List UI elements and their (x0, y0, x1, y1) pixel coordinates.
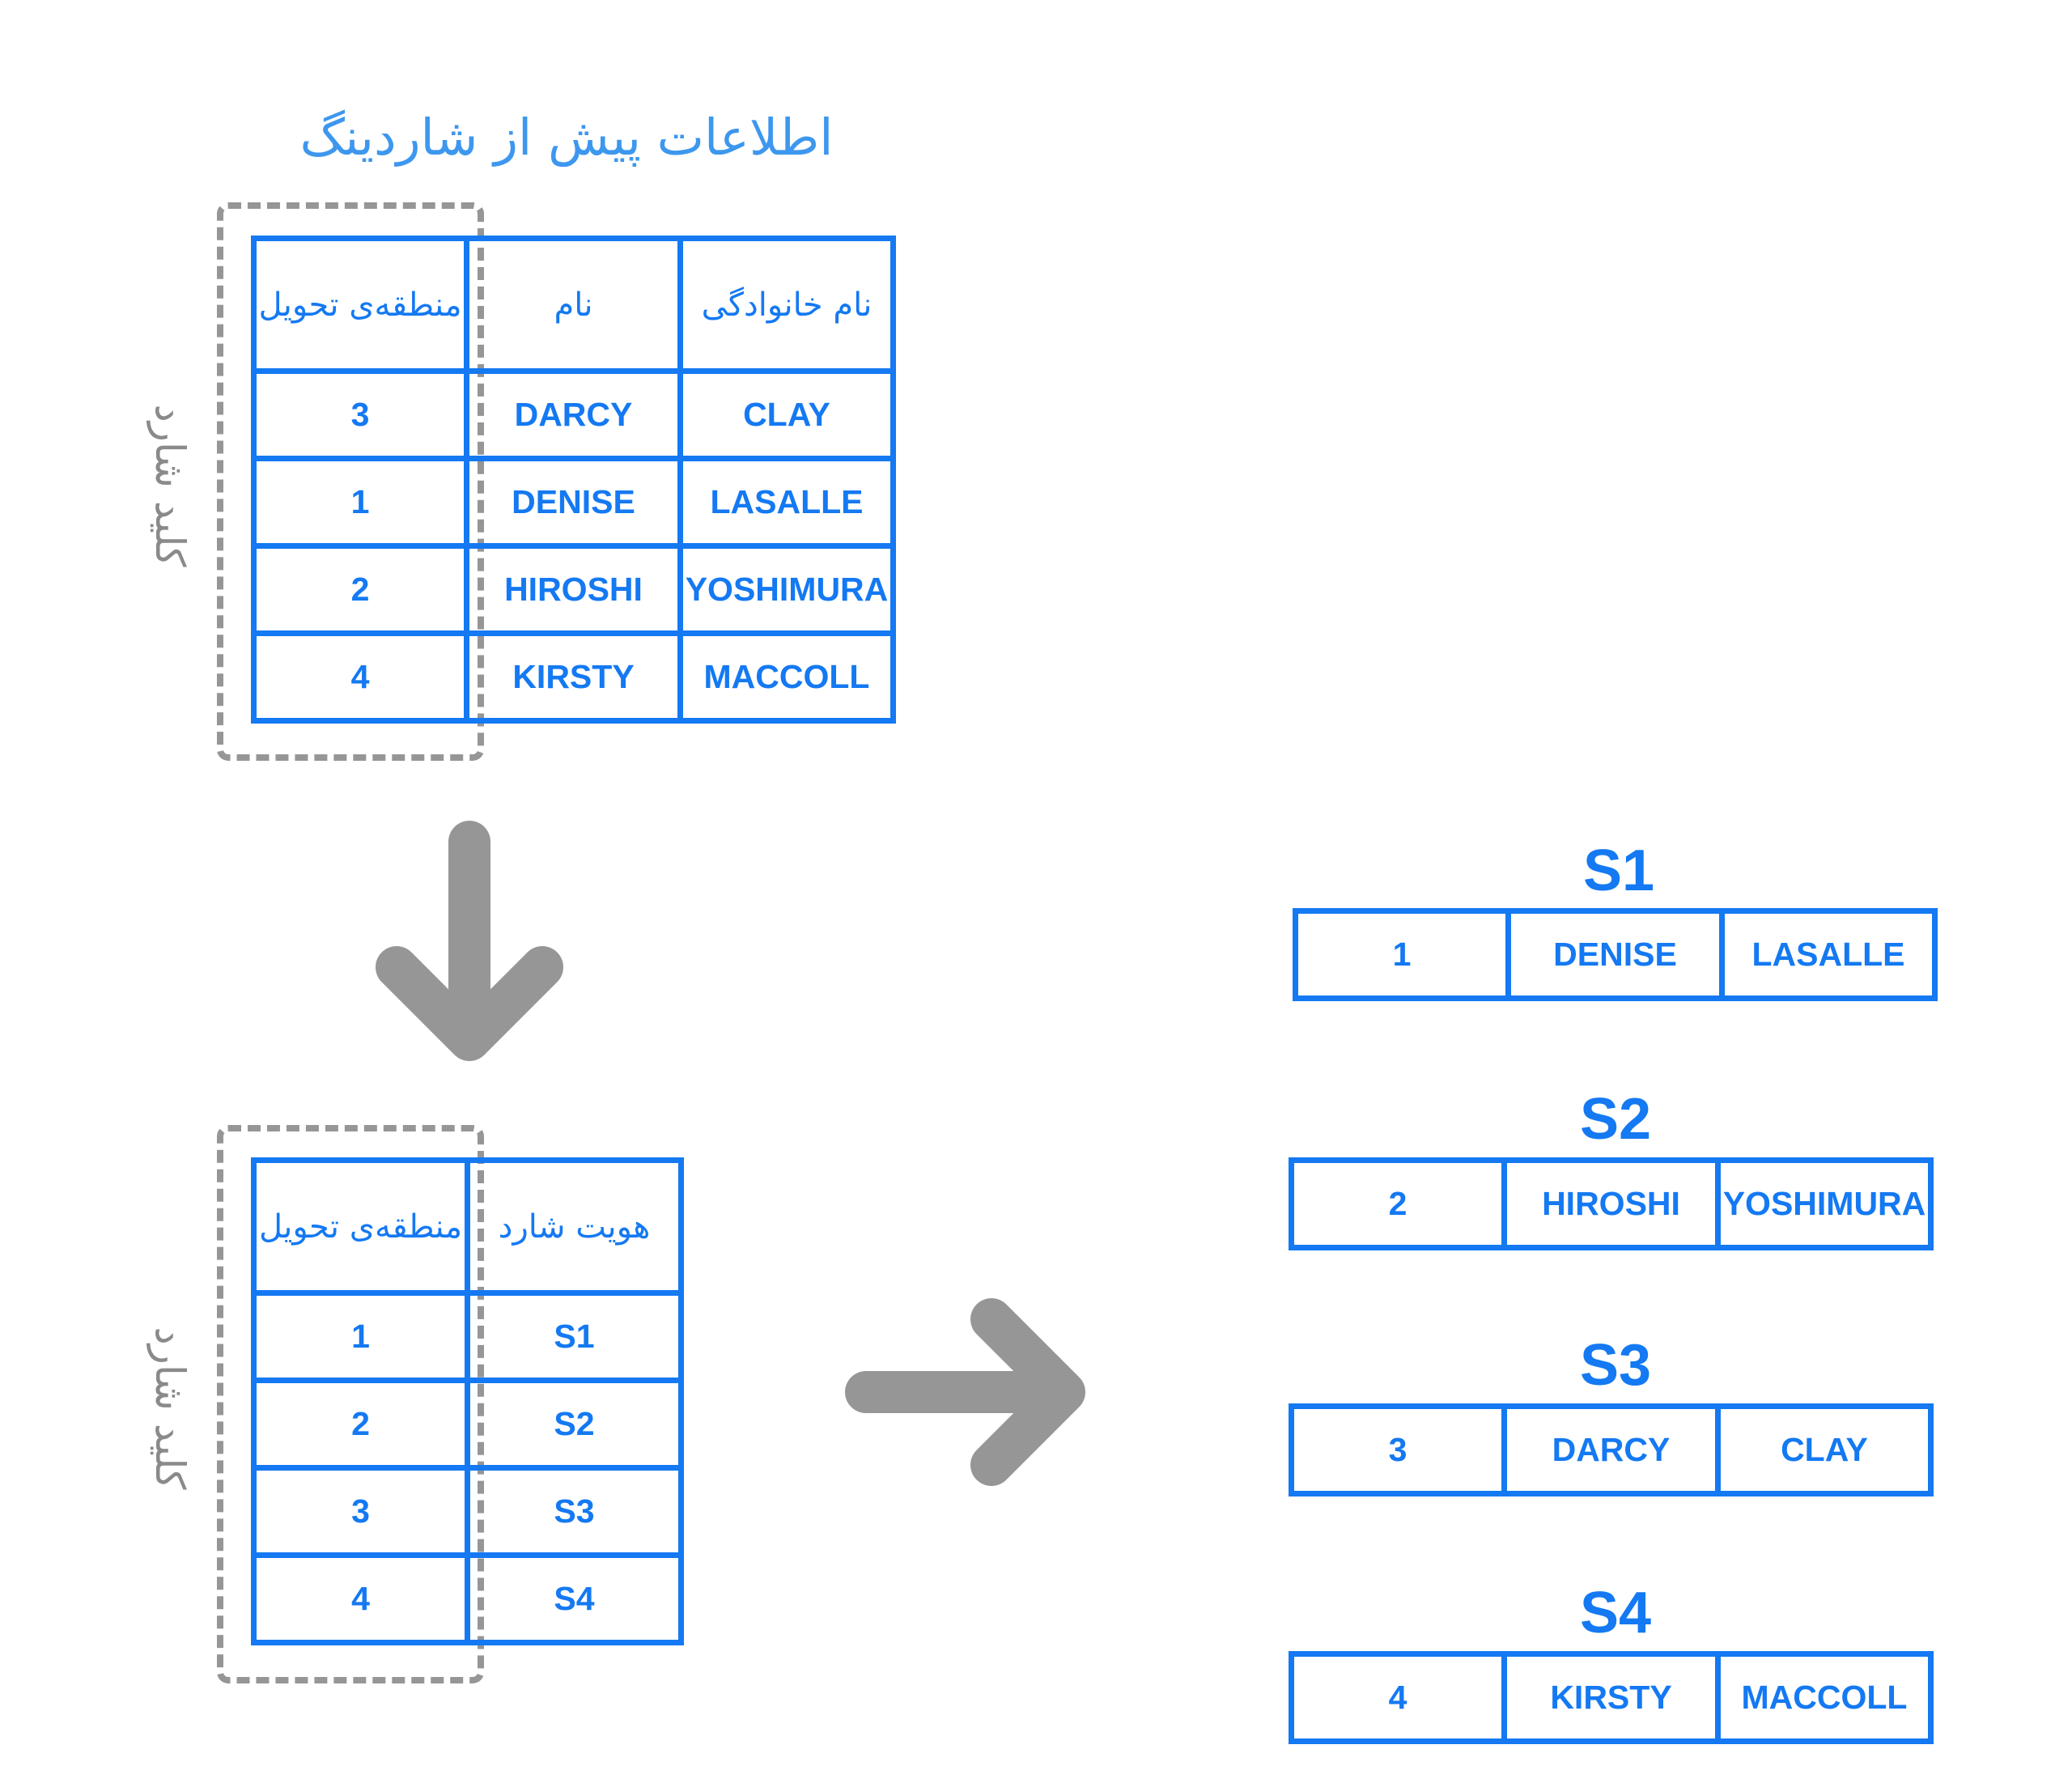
cell-zone: 1 (251, 1290, 470, 1383)
shard-table-s2: 2 HIROSHI YOSHIMURA (1289, 1157, 1934, 1250)
arrow-down-icon (376, 821, 563, 1061)
cell-zone: 4 (251, 1552, 470, 1645)
cell-first-name: DARCY (1501, 1403, 1721, 1496)
shard-lookup-table: منطقه‌ی تحویل هویت شارد 1 S1 2 S2 3 S3 4… (251, 1157, 684, 1645)
cell-shard-id: S1 (465, 1290, 684, 1383)
shard-table-s1: 1 DENISE LASALLE (1293, 908, 1938, 1001)
shard-key-label-bottom: کلید شارد (146, 1327, 193, 1490)
cell-last-name: YOSHIMURA (677, 543, 896, 636)
cell-shard-id: S2 (465, 1378, 684, 1471)
cell-shard-id: S3 (465, 1465, 684, 1558)
cell-zone: 3 (1289, 1403, 1507, 1496)
cell-last-name: MACCOLL (1715, 1651, 1934, 1744)
before-sharding-table: منطقه‌ی تحویل نام نام خانوادگی 3 DARCY C… (251, 236, 896, 724)
shard-title-s3: S3 (1579, 1333, 1652, 1398)
cell-first-name: KIRSTY (1501, 1651, 1721, 1744)
cell-zone: 4 (1289, 1651, 1507, 1744)
shard-title-s2: S2 (1579, 1087, 1652, 1152)
cell-first-name: DARCY (464, 368, 683, 461)
cell-zone: 2 (251, 543, 469, 636)
cell-first-name: DENISE (1505, 908, 1725, 1001)
cell-first-name: HIROSHI (464, 543, 683, 636)
header-last-name: نام خانوادگی (677, 236, 896, 374)
cell-first-name: KIRSTY (464, 630, 683, 724)
cell-shard-id: S4 (465, 1552, 684, 1645)
shard-title-s1: S1 (1582, 838, 1655, 903)
cell-zone: 4 (251, 630, 469, 724)
cell-zone: 2 (1289, 1157, 1507, 1250)
cell-zone: 3 (251, 1465, 470, 1558)
header-shard-id: هویت شارد (465, 1157, 684, 1296)
shard-title-s4: S4 (1579, 1581, 1652, 1645)
cell-first-name: DENISE (464, 456, 683, 549)
cell-last-name: LASALLE (1719, 908, 1938, 1001)
header-delivery-zone: منطقه‌ی تحویل (251, 1157, 470, 1296)
page-title: اطلاعات پیش از شاردینگ (299, 108, 834, 167)
cell-last-name: MACCOLL (677, 630, 896, 724)
shard-table-s4: 4 KIRSTY MACCOLL (1289, 1651, 1934, 1744)
header-first-name: نام (464, 236, 683, 374)
cell-last-name: YOSHIMURA (1715, 1157, 1934, 1250)
cell-zone: 3 (251, 368, 469, 461)
cell-zone: 2 (251, 1378, 470, 1471)
cell-zone: 1 (251, 456, 469, 549)
cell-zone: 1 (1293, 908, 1511, 1001)
cell-last-name: LASALLE (677, 456, 896, 549)
shard-table-s3: 3 DARCY CLAY (1289, 1403, 1934, 1496)
cell-last-name: CLAY (1715, 1403, 1934, 1496)
header-delivery-zone: منطقه‌ی تحویل (251, 236, 469, 374)
shard-key-label-top: کلید شارد (146, 404, 193, 567)
cell-first-name: HIROSHI (1501, 1157, 1721, 1250)
cell-last-name: CLAY (677, 368, 896, 461)
arrow-right-icon (845, 1298, 1085, 1486)
